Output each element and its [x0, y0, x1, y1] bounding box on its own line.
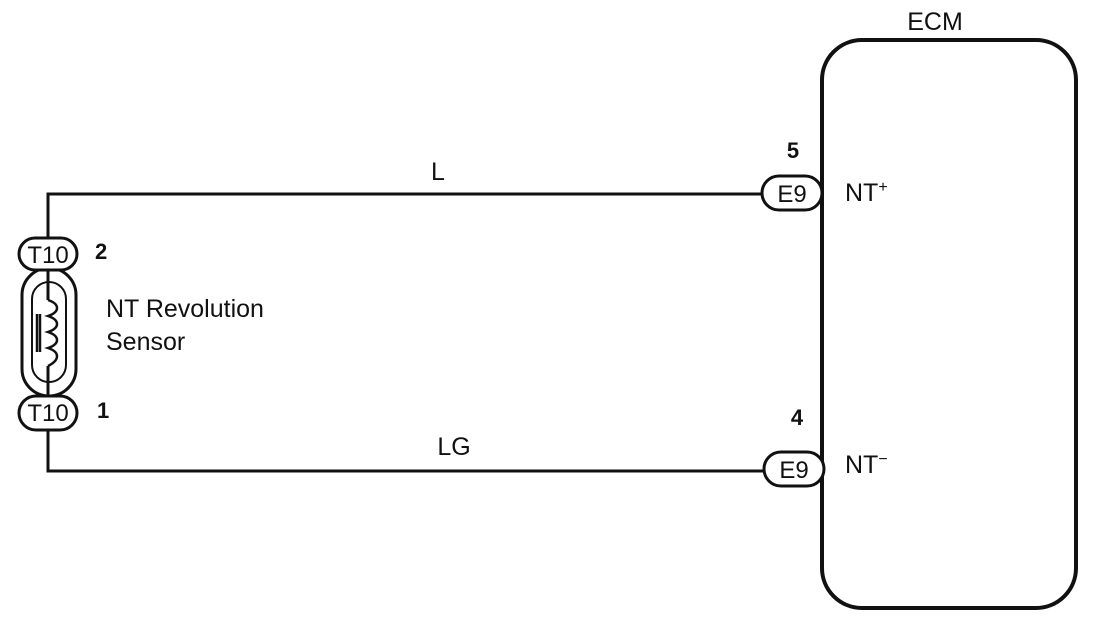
wire-lg [46, 430, 764, 473]
ecm-title: ECM [907, 8, 963, 36]
ecm-terminal-nt-plus: NT+ [845, 179, 888, 207]
connector-t10-bottom: T10 [17, 394, 79, 432]
connector-t10-bottom-label: T10 [27, 400, 68, 427]
connector-t10-top-label: T10 [27, 242, 68, 269]
connector-e9-bottom-label: E9 [779, 457, 808, 484]
pin-5-label: 5 [787, 138, 799, 163]
connector-e9-top-label: E9 [777, 181, 806, 208]
connector-e9-bottom: E9 [762, 450, 826, 488]
wire-lg-color-label: LG [437, 433, 470, 461]
connector-e9-top: E9 [760, 174, 824, 212]
pin-4-label: 4 [791, 405, 804, 430]
connector-t10-top: T10 [17, 236, 79, 272]
sensor-name-line2: Sensor [106, 328, 185, 356]
nt-revolution-sensor [20, 266, 78, 398]
pin-1-label: 1 [97, 398, 109, 423]
wire-l [46, 192, 762, 238]
pin-2-label: 2 [95, 239, 107, 264]
ecm-terminal-nt-minus: NT− [845, 451, 888, 479]
sensor-name-line1: NT Revolution [106, 295, 264, 323]
wire-l-color-label: L [431, 158, 445, 186]
coil-icon [44, 298, 59, 368]
ecm-box [820, 38, 1078, 610]
